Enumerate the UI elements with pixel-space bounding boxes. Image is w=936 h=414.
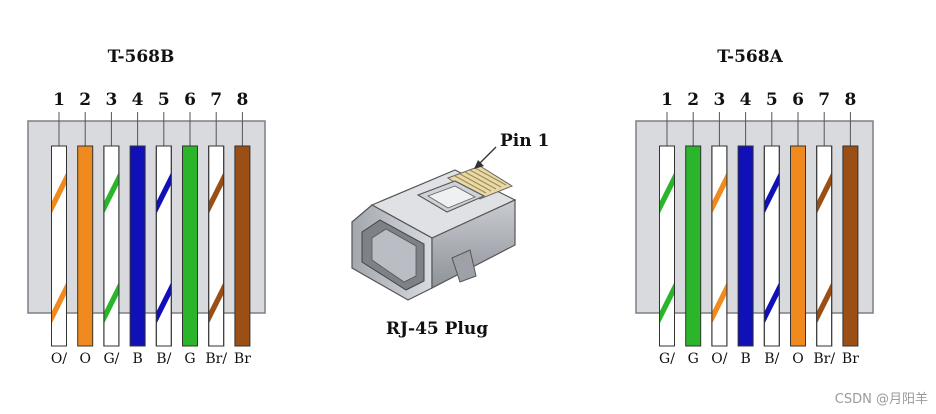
wire-label: G/ (659, 351, 675, 367)
wire-stripe-band (156, 172, 172, 214)
wire-solid (842, 145, 859, 347)
wire-3: 3G/ (103, 90, 120, 367)
wire-solid (77, 145, 94, 347)
wire-stripe-band (51, 282, 67, 324)
pin-number: 5 (766, 90, 778, 110)
watermark: CSDN @月阳羊 (835, 391, 928, 407)
wire-8: 8Br (234, 90, 251, 367)
pin-number: 8 (844, 90, 856, 110)
pin-number: 1 (53, 90, 65, 110)
wire-label: O/ (51, 351, 67, 367)
wire-4: 4B (129, 90, 146, 367)
wire-stripe-band (156, 282, 172, 324)
wire-1: 1G/ (659, 90, 675, 367)
t568a-title: T-568A (717, 47, 783, 67)
wire-label: Br (842, 351, 859, 367)
wire-2: 2O (77, 90, 94, 367)
pin-number: 7 (818, 90, 830, 110)
wire-label: G (184, 351, 195, 367)
t568b-title: T-568B (108, 47, 175, 67)
wire-solid (737, 145, 754, 347)
wire-solid (234, 145, 251, 347)
wire-label: G (688, 351, 699, 367)
wire-1: 1O/ (51, 90, 67, 367)
pin-number: 1 (661, 90, 673, 110)
wire-7: 7Br/ (205, 90, 227, 367)
wire-6: 6O (790, 90, 806, 367)
pin-number: 8 (236, 90, 248, 110)
wire-label: O (792, 351, 803, 367)
wire-solid (182, 145, 198, 347)
wire-stripe-band (103, 282, 119, 324)
wire-stripe-band (208, 172, 224, 214)
wire-solid (129, 145, 146, 347)
wire-stripe-band (103, 172, 119, 214)
wire-stripe-band (711, 172, 727, 214)
wire-4: 4B (737, 90, 754, 367)
pin-number: 7 (210, 90, 222, 110)
wire-7: 7Br/ (813, 90, 835, 367)
wire-stripe-band (51, 172, 67, 214)
pin-number: 3 (713, 90, 725, 110)
pin1-label: Pin 1 (500, 131, 549, 151)
wire-stripe-band (711, 282, 727, 324)
pin1-arrow (477, 146, 497, 166)
t568a-panel (635, 120, 874, 314)
pin-number: 2 (79, 90, 91, 110)
wire-3: 3O/ (711, 90, 727, 367)
wire-solid (790, 145, 806, 347)
wire-label: G/ (103, 351, 119, 367)
pin-number: 4 (132, 90, 144, 110)
wire-label: B (132, 351, 142, 367)
wire-stripe-band (659, 282, 675, 324)
wire-stripe-band (816, 172, 832, 214)
wire-stripe-band (816, 282, 832, 324)
wire-label: Br/ (205, 351, 227, 367)
rj45-plug-illustration: Pin 1 RJ-45 Plug (351, 131, 549, 339)
pin-number: 5 (158, 90, 170, 110)
wire-label: O (79, 351, 90, 367)
wire-label: B (740, 351, 750, 367)
wire-label: Br (234, 351, 251, 367)
wire-stripe-band (208, 282, 224, 324)
wire-5: 5B/ (763, 90, 780, 367)
wire-label: O/ (711, 351, 727, 367)
wire-8: 8Br (842, 90, 859, 367)
rj45-plug-label: RJ-45 Plug (386, 319, 488, 339)
wire-label: B/ (764, 351, 779, 367)
t568b-panel (27, 120, 266, 314)
wire-solid (685, 145, 702, 347)
wire-label: Br/ (813, 351, 835, 367)
pin-number: 3 (105, 90, 117, 110)
wire-stripe-band (764, 172, 780, 214)
wire-stripe-band (659, 172, 675, 214)
pin-number: 4 (740, 90, 752, 110)
wire-5: 5B/ (155, 90, 172, 367)
wire-label: B/ (156, 351, 171, 367)
wire-stripe-band (764, 282, 780, 324)
pin-number: 6 (792, 90, 804, 110)
wire-2: 2G (685, 90, 702, 367)
pin-number: 2 (687, 90, 699, 110)
pin-number: 6 (184, 90, 196, 110)
wire-6: 6G (182, 90, 198, 367)
